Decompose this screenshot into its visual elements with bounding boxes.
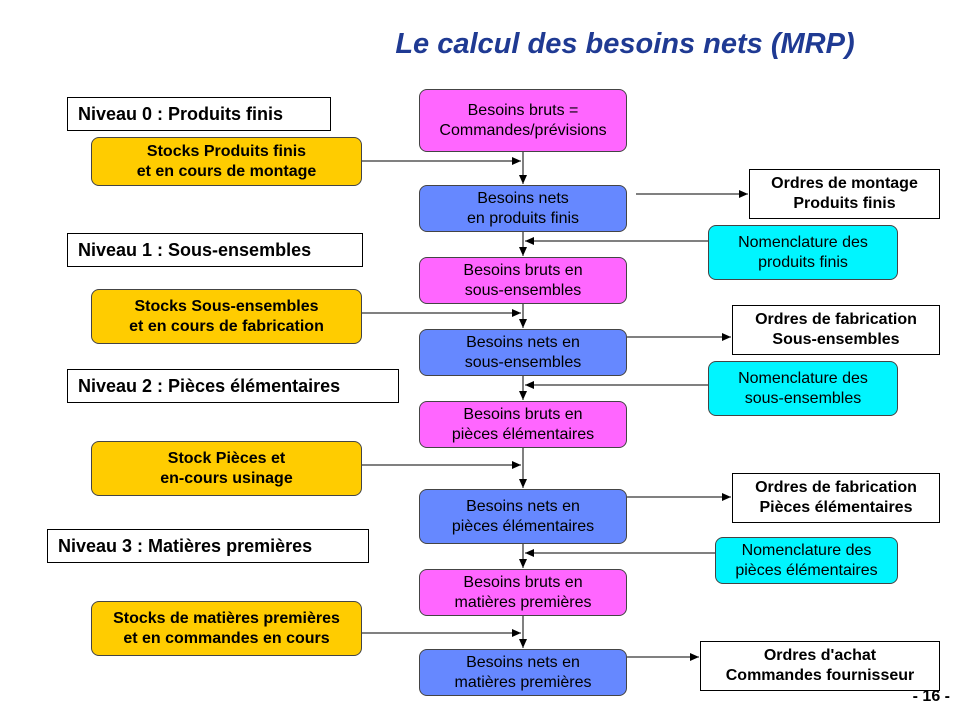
gross-needs-finished-products: Besoins bruts = Commandes/prévisions (419, 89, 627, 152)
page-title: Le calcul des besoins nets (MRP) (395, 28, 855, 60)
net-needs-finished-products: Besoins nets en produits finis (419, 185, 627, 232)
bom-finished-products: Nomenclature des produits finis (708, 225, 898, 280)
orders-assembly: Ordres de montage Produits finis (749, 169, 940, 219)
net-needs-raw-materials: Besoins nets en matières premières (419, 649, 627, 696)
net-needs-subassemblies: Besoins nets en sous-ensembles (419, 329, 627, 376)
level-0-label: Niveau 0 : Produits finis (67, 97, 331, 131)
stock-raw-materials: Stocks de matières premières et en comma… (91, 601, 362, 656)
net-needs-elementary-parts: Besoins nets en pièces élémentaires (419, 489, 627, 544)
bom-elementary-parts: Nomenclature des pièces élémentaires (715, 537, 898, 584)
level-1-label: Niveau 1 : Sous-ensembles (67, 233, 363, 267)
orders-purchase: Ordres d'achat Commandes fournisseur (700, 641, 940, 691)
gross-needs-raw-materials: Besoins bruts en matières premières (419, 569, 627, 616)
gross-needs-elementary-parts: Besoins bruts en pièces élémentaires (419, 401, 627, 448)
stock-elementary-parts: Stock Pièces et en-cours usinage (91, 441, 362, 496)
orders-manufacturing-subassemblies: Ordres de fabrication Sous-ensembles (732, 305, 940, 355)
orders-manufacturing-parts: Ordres de fabrication Pièces élémentaire… (732, 473, 940, 523)
level-3-label: Niveau 3 : Matières premières (47, 529, 369, 563)
page-number: - 16 - (912, 688, 950, 705)
bom-subassemblies: Nomenclature des sous-ensembles (708, 361, 898, 416)
stock-finished-products: Stocks Produits finis et en cours de mon… (91, 137, 362, 186)
gross-needs-subassemblies: Besoins bruts en sous-ensembles (419, 257, 627, 304)
stock-subassemblies: Stocks Sous-ensembles et en cours de fab… (91, 289, 362, 344)
level-2-label: Niveau 2 : Pièces élémentaires (67, 369, 399, 403)
